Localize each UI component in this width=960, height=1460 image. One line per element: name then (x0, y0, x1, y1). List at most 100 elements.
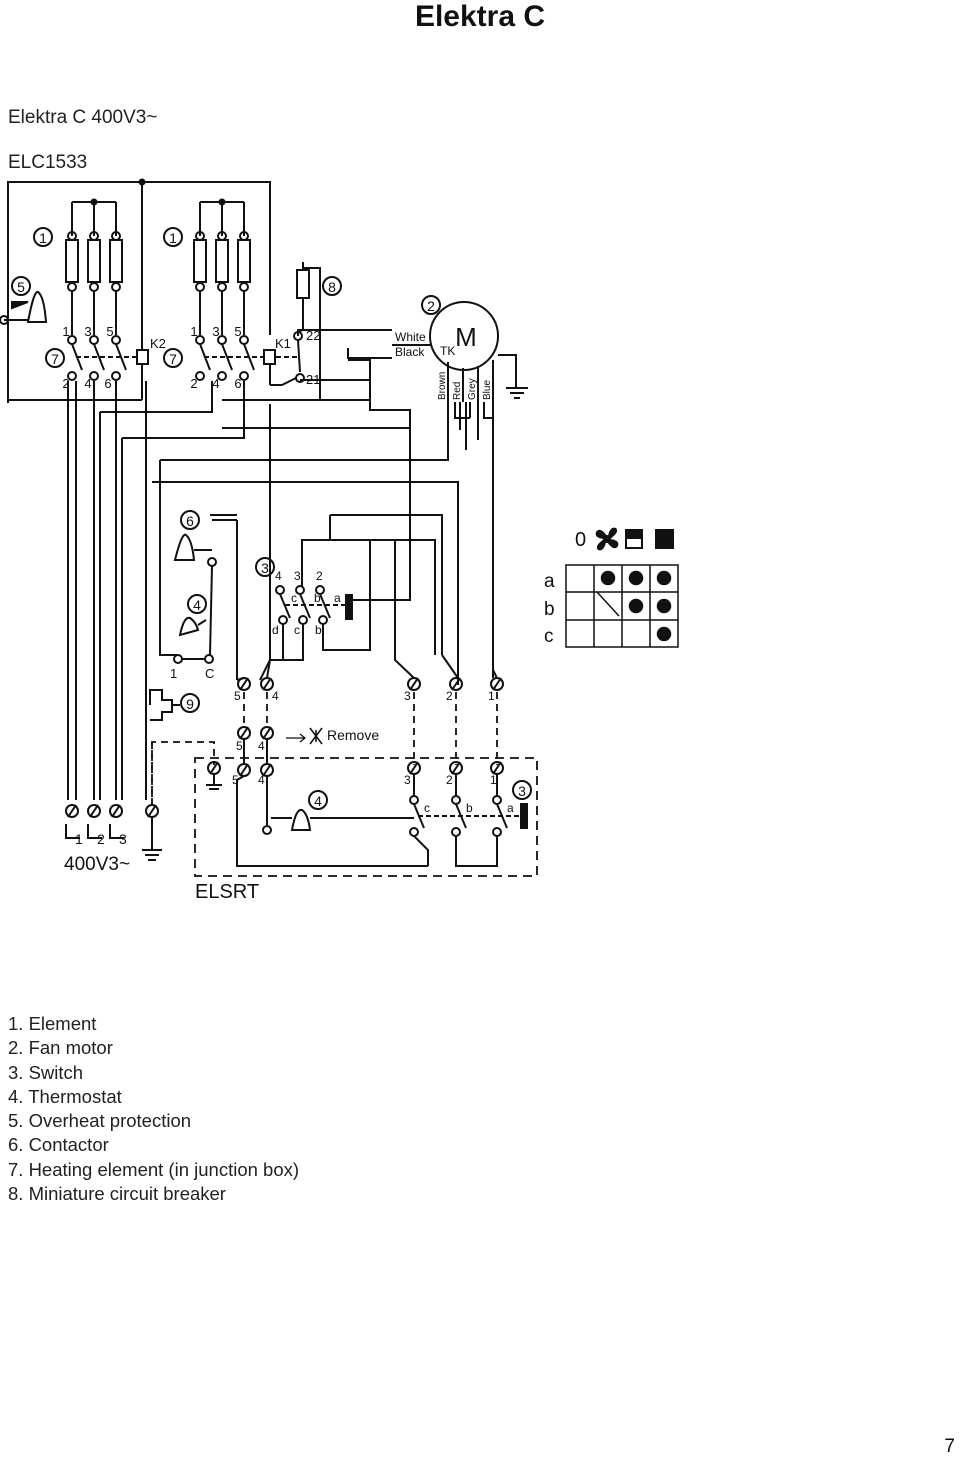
supply-terminals: 1 2 3 400V3~ (64, 804, 162, 875)
k2-label: K2 (150, 336, 166, 351)
svg-text:1: 1 (190, 324, 197, 339)
svg-text:1: 1 (169, 230, 177, 246)
legend-item: 1. Element (8, 1013, 97, 1034)
wire-blue: Blue (482, 380, 493, 400)
element-group-1: 1 (33, 198, 123, 335)
svg-text:1: 1 (488, 689, 495, 703)
svg-text:2: 2 (316, 569, 323, 583)
svg-text:b: b (314, 591, 321, 605)
svg-text:1: 1 (75, 831, 83, 847)
svg-text:4: 4 (314, 793, 322, 809)
removable-jumpers (151, 692, 498, 805)
thermostat-group: 6 4 1 C (170, 510, 238, 681)
switch-off-symbol: 0 (575, 529, 586, 551)
svg-text:4: 4 (272, 689, 279, 703)
full-heat-icon (655, 529, 674, 549)
contactor-k1: 1 3 5 2 4 6 7 K1 22 21 (163, 324, 320, 391)
svg-text:7: 7 (169, 351, 177, 367)
svg-text:5: 5 (17, 279, 25, 295)
svg-text:a: a (507, 801, 514, 815)
legend-item: 3. Switch (8, 1061, 84, 1083)
svg-text:3: 3 (119, 831, 127, 847)
svg-text:3: 3 (518, 783, 526, 799)
k1-label: K1 (275, 336, 291, 351)
svg-text:3: 3 (212, 324, 219, 339)
legend-item: 4. Thermostat (8, 1085, 122, 1107)
element-group-2: 1 (163, 198, 251, 335)
svg-text:2: 2 (446, 689, 453, 703)
page-title: Elektra C (414, 0, 546, 33)
svg-text:4: 4 (212, 376, 219, 391)
svg-text:2: 2 (446, 773, 453, 787)
terminal-row-lower: 5 4 3 2 1 4 3 c b a (206, 761, 532, 867)
svg-text:1: 1 (170, 666, 177, 681)
svg-text:2: 2 (190, 376, 197, 391)
svg-text:9: 9 (186, 696, 194, 712)
distribution-wires (7, 359, 494, 800)
page-number: 7 (944, 1436, 955, 1457)
svg-text:d: d (272, 623, 279, 637)
svg-text:a: a (334, 591, 341, 605)
svg-text:7: 7 (51, 351, 59, 367)
tk-label: TK (440, 344, 455, 358)
supply-voltage: 400V3~ (64, 854, 130, 875)
legend-item: 6. Contactor (8, 1134, 109, 1156)
fan-icon (595, 527, 619, 551)
svg-text:b: b (315, 623, 322, 637)
top-frame-wires (7, 178, 271, 403)
svg-text:4: 4 (275, 569, 282, 583)
model-code: ELC1533 (8, 152, 88, 173)
svg-text:2: 2 (427, 298, 435, 314)
svg-text:2: 2 (62, 376, 69, 391)
svg-text:6: 6 (186, 513, 194, 529)
svg-text:c: c (291, 591, 297, 605)
fan-motor: 2 M TK White Black Brown Red Grey Blue (297, 295, 528, 450)
pos-a: a (544, 571, 555, 592)
svg-text:b: b (466, 801, 473, 815)
terminal-row-upper: 5 4 3 2 1 (234, 540, 504, 703)
legend-item: 5. Overheat protection (8, 1110, 192, 1132)
svg-text:2: 2 (97, 831, 105, 847)
svg-text:1: 1 (39, 230, 47, 246)
svg-text:4: 4 (84, 376, 91, 391)
wire-grey: Grey (467, 378, 478, 400)
wire-red: Red (452, 382, 463, 400)
svg-text:6: 6 (104, 376, 111, 391)
svg-text:6: 6 (234, 376, 241, 391)
svg-text:3: 3 (404, 773, 411, 787)
remove-label: Remove (327, 727, 379, 743)
switch-position-table: 0 a b c (544, 527, 679, 648)
svg-text:3: 3 (294, 569, 301, 583)
legend-item: 8. Miniature circuit breaker (8, 1183, 226, 1205)
svg-text:5: 5 (236, 739, 243, 753)
svg-text:3: 3 (404, 689, 411, 703)
legend-item: 2. Fan motor (8, 1037, 113, 1059)
svg-text:5: 5 (234, 324, 241, 339)
half-heat-icon (625, 529, 643, 549)
svg-text:c: c (294, 623, 300, 637)
svg-text:1: 1 (62, 324, 69, 339)
elsrt-label: ELSRT (195, 881, 259, 903)
aux-contact-22: 22 (306, 328, 320, 343)
pos-c: c (544, 626, 554, 647)
svg-text:c: c (424, 801, 430, 815)
wiring-diagram: 1 1 5 1 3 (0, 178, 679, 903)
wire-black: Black (395, 345, 425, 359)
svg-text:8: 8 (328, 279, 336, 295)
overheat-protection: 5 (0, 276, 48, 325)
svg-text:1: 1 (490, 773, 497, 787)
overheat-reset: 9 (149, 689, 200, 721)
wire-brown: Brown (437, 372, 448, 400)
legend-item: 7. Heating element (in junction box) (8, 1158, 300, 1180)
svg-text:5: 5 (234, 689, 241, 703)
terminal-row-middle: 5 4 Remove (236, 726, 379, 765)
elsrt-box (194, 757, 538, 877)
svg-text:3: 3 (261, 560, 269, 576)
svg-text:4: 4 (193, 597, 201, 613)
svg-text:5: 5 (232, 773, 239, 787)
wire-white: White (395, 330, 426, 344)
pos-b: b (544, 599, 555, 620)
contactor-k2: 1 3 5 2 4 6 7 K2 (45, 324, 166, 400)
svg-text:4: 4 (258, 739, 265, 753)
svg-text:4: 4 (258, 773, 265, 787)
